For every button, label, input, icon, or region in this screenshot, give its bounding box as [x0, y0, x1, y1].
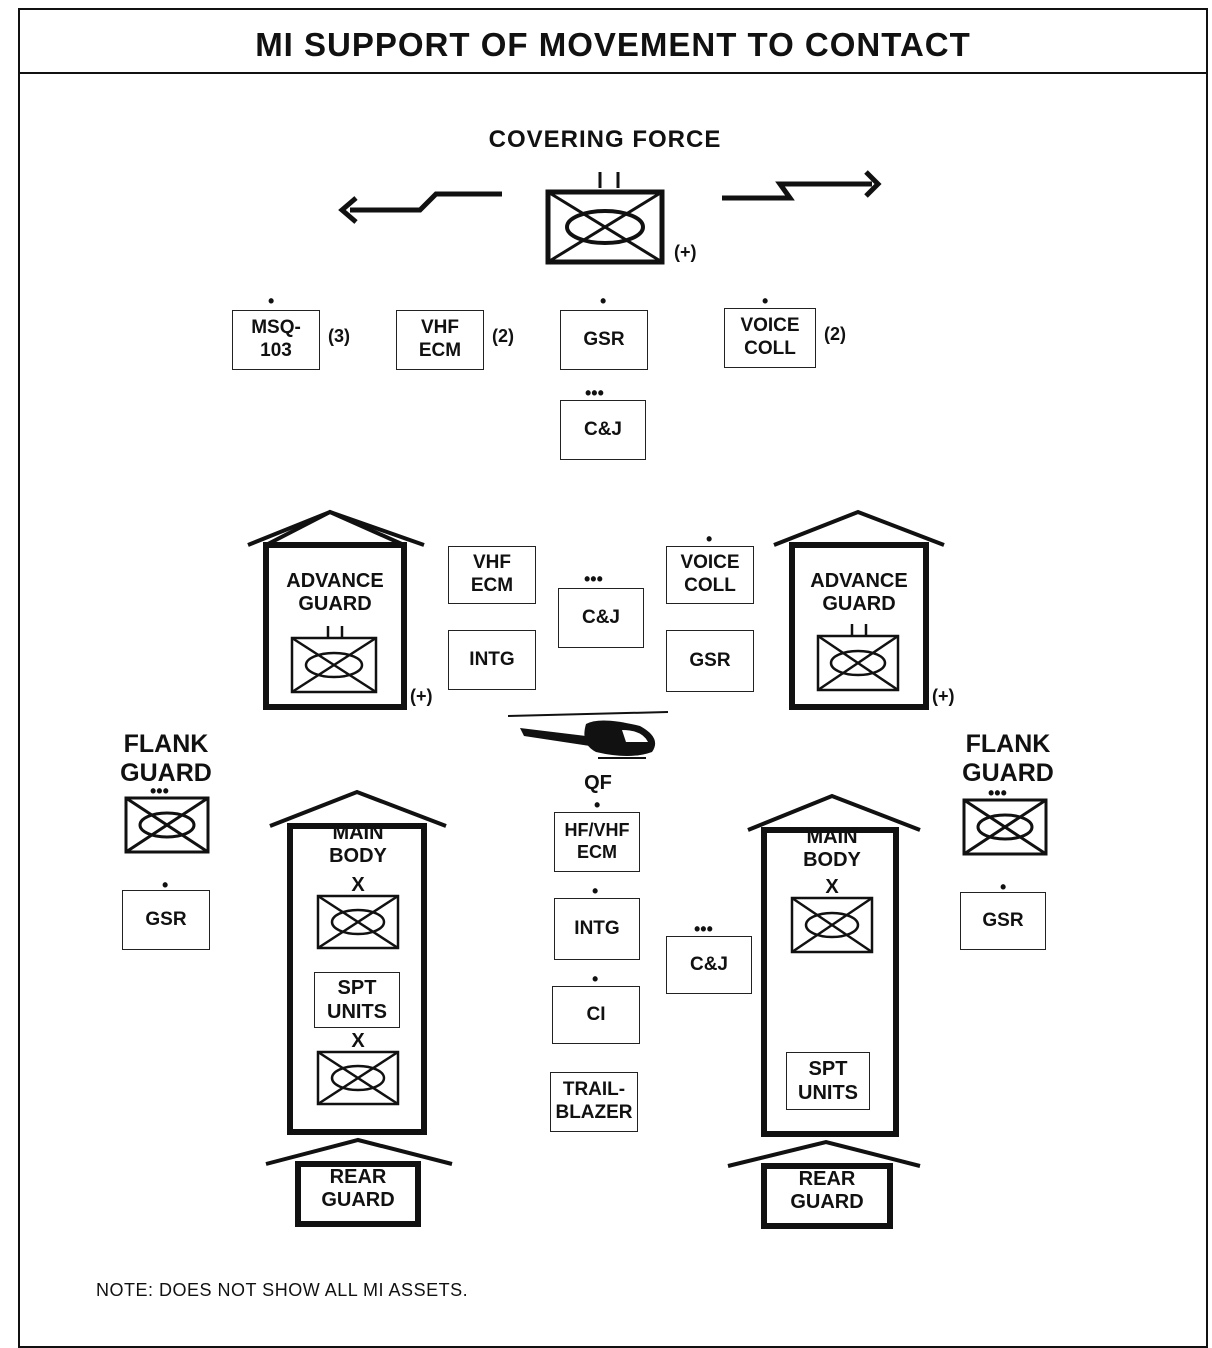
covering-force-unit-symbol [548, 172, 662, 262]
advance-guard-left-unit-symbol [292, 626, 376, 692]
advance-guard-left-plus: (+) [410, 686, 433, 707]
main-body-left-echelon-2: X [340, 1030, 376, 1053]
main-body-right-unit-symbol [792, 898, 872, 952]
hf-vhf-ecm-box: HF/VHF ECM [554, 812, 640, 872]
main-body-left-spt-units-box: SPT UNITS [314, 972, 400, 1028]
advance-voice-coll-box: VOICE COLL [666, 546, 754, 604]
center-intg-box: INTG [554, 898, 640, 960]
advance-guard-left-label: ADVANCE GUARD [270, 570, 400, 616]
covering-vhf-ecm-qty: (2) [492, 326, 514, 347]
flank-guard-right-unit-symbol [964, 800, 1046, 854]
rear-guard-right-label: REAR GUARD [764, 1168, 890, 1214]
ci-box: CI [552, 986, 640, 1044]
msq-103-qty: (3) [328, 326, 350, 347]
main-body-left-unit-symbol-2 [318, 1052, 398, 1104]
advance-gsr-box: GSR [666, 630, 754, 692]
advance-guard-right-unit-symbol [818, 624, 898, 690]
covering-force-label: COVERING FORCE [440, 126, 770, 154]
rear-guard-left-label: REAR GUARD [298, 1166, 418, 1212]
covering-gsr-box: GSR [560, 310, 648, 370]
left-lightning-arrow [342, 194, 502, 222]
flank-guard-right-dots: ••• [988, 784, 1007, 802]
center-cj-box: C&J [666, 936, 752, 994]
covering-voice-coll-qty: (2) [824, 324, 846, 345]
flank-guard-right-label: FLANK GUARD [944, 730, 1072, 788]
footnote: NOTE: DOES NOT SHOW ALL MI ASSETS. [96, 1280, 468, 1301]
main-body-left-label: MAIN BODY [298, 822, 418, 868]
msq-103-box: MSQ- 103 [232, 310, 320, 370]
covering-force-plus: (+) [674, 242, 697, 263]
covering-vhf-ecm-box: VHF ECM [396, 310, 484, 370]
advance-intg-box: INTG [448, 630, 536, 690]
advance-guard-right-plus: (+) [932, 686, 955, 707]
main-body-left-echelon-1: X [340, 874, 376, 897]
flank-guard-left-unit-symbol [126, 798, 208, 852]
trailblazer-box: TRAIL- BLAZER [550, 1072, 638, 1132]
advance-cj-box: C&J [558, 588, 644, 648]
right-lightning-arrow [722, 172, 878, 198]
flank-guard-left-label: FLANK GUARD [104, 730, 228, 788]
covering-voice-coll-box: VOICE COLL [724, 308, 816, 368]
main-body-right-spt-units-box: SPT UNITS [786, 1052, 870, 1110]
advance-vhf-ecm-box: VHF ECM [448, 546, 536, 604]
advance-cj-dots: ••• [584, 570, 603, 588]
main-body-left-unit-symbol-1 [318, 896, 398, 948]
helicopter-icon [508, 712, 668, 758]
covering-gsr-dot: • [600, 292, 606, 310]
main-body-right-label: MAIN BODY [772, 826, 892, 872]
main-body-right-echelon: X [814, 876, 850, 899]
flank-left-gsr-box: GSR [122, 890, 210, 950]
flank-right-gsr-box: GSR [960, 892, 1046, 950]
msq-103-dot: • [268, 292, 274, 310]
qf-label: QF [578, 772, 618, 795]
covering-cj-box: C&J [560, 400, 646, 460]
advance-guard-right-label: ADVANCE GUARD [794, 570, 924, 616]
flank-guard-left-dots: ••• [150, 782, 169, 800]
